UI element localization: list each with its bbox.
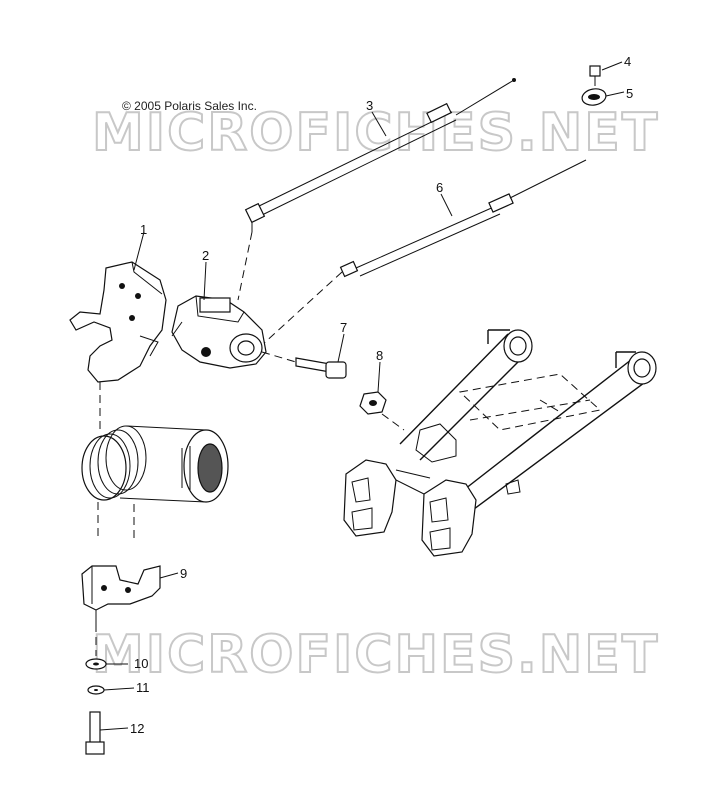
bearing-cap-9 bbox=[81, 565, 161, 624]
callout-5: 5 bbox=[626, 86, 633, 101]
watermark-bottom: MICROFICHES.NET bbox=[92, 625, 659, 685]
caliper-bracket-1 bbox=[69, 261, 167, 383]
alignment-lines bbox=[95, 382, 135, 656]
brake-cable-upper bbox=[237, 78, 516, 301]
callout-6: 6 bbox=[436, 180, 443, 195]
copyright-text: © 2005 Polaris Sales Inc. bbox=[122, 99, 257, 113]
callout-10: 10 bbox=[134, 656, 148, 671]
swing-arm bbox=[343, 329, 657, 557]
callout-3: 3 bbox=[366, 98, 373, 113]
screw-4 bbox=[589, 65, 601, 86]
watermark-top: MICROFICHES.NET bbox=[92, 103, 659, 163]
bolt-12 bbox=[85, 711, 105, 755]
axle-bearing-carrier bbox=[81, 425, 229, 503]
washer-10 bbox=[85, 658, 107, 670]
callout-7: 7 bbox=[340, 320, 347, 335]
callout-9: 9 bbox=[180, 566, 187, 581]
cable-clamp-5 bbox=[581, 88, 607, 106]
pin-7 bbox=[261, 351, 347, 379]
callout-12: 12 bbox=[130, 721, 144, 736]
callout-4: 4 bbox=[624, 54, 631, 69]
callout-1: 1 bbox=[140, 222, 147, 237]
leader-lines bbox=[99, 61, 625, 731]
callout-2: 2 bbox=[202, 248, 209, 263]
callout-8: 8 bbox=[376, 348, 383, 363]
brake-caliper-2 bbox=[171, 295, 267, 369]
nut-8 bbox=[359, 391, 405, 431]
brake-cable-lower bbox=[261, 159, 587, 346]
washer-11 bbox=[87, 685, 105, 695]
callout-11: 11 bbox=[136, 680, 150, 695]
